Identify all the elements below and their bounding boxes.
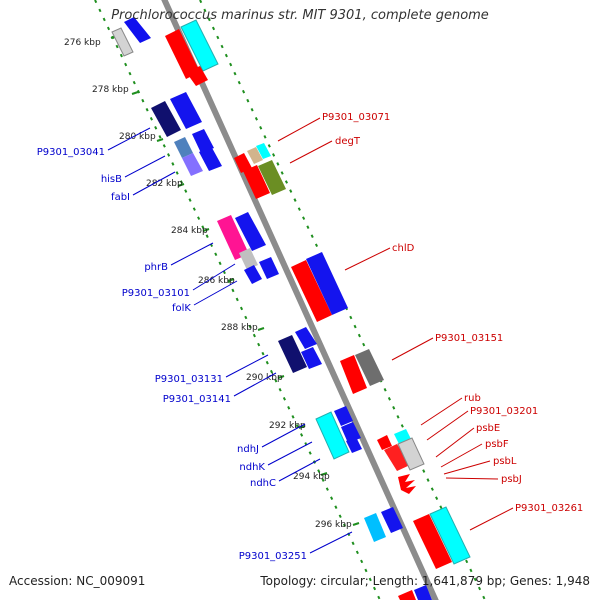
tick-label: 278 kbp xyxy=(92,85,129,95)
gene-feature[interactable] xyxy=(364,513,386,542)
gene-label[interactable]: ndhC xyxy=(250,478,276,489)
gene-feature[interactable] xyxy=(429,506,471,565)
genome-title: Prochlorococcus marinus str. MIT 9301, c… xyxy=(111,8,489,23)
gene-feature[interactable] xyxy=(235,212,266,251)
tick-marks xyxy=(110,35,360,526)
gene-label[interactable]: P9301_03101 xyxy=(122,288,190,299)
gene-feature[interactable] xyxy=(192,129,214,153)
gene-feature[interactable] xyxy=(291,260,332,322)
tick-label: 280 kbp xyxy=(119,132,156,142)
gene-label[interactable]: psbF xyxy=(485,439,509,450)
gene-feature[interactable] xyxy=(151,101,181,137)
gene-label[interactable]: psbJ xyxy=(501,474,522,485)
gene-feature[interactable] xyxy=(355,349,384,386)
gene-feature[interactable] xyxy=(377,435,392,450)
forward-gene-labels: P9301_03071 degT chlD P9301_03151 rub P9… xyxy=(322,112,583,514)
genome-summary-text: Topology: circular; Length: 1,641,879 bp… xyxy=(260,574,590,588)
gene-feature[interactable] xyxy=(346,437,362,453)
gene-label[interactable]: hisB xyxy=(101,174,122,185)
gene-feature[interactable] xyxy=(381,507,403,533)
gene-feature[interactable] xyxy=(244,265,262,284)
tick-label: 284 kbp xyxy=(171,226,208,236)
gene-feature[interactable] xyxy=(258,160,286,195)
gene-feature[interactable] xyxy=(384,444,410,471)
gene-feature[interactable] xyxy=(334,406,353,426)
gene-feature[interactable] xyxy=(413,514,452,569)
gene-label[interactable]: fabI xyxy=(111,192,130,203)
gene-feature[interactable] xyxy=(398,474,416,494)
gene-label[interactable]: P9301_03071 xyxy=(322,112,390,123)
gene-label[interactable]: P9301_03261 xyxy=(515,503,583,514)
gene-feature[interactable] xyxy=(186,66,208,86)
tick-label: 276 kbp xyxy=(64,38,101,48)
gene-label[interactable]: P9301_03141 xyxy=(163,394,231,405)
gene-feature[interactable] xyxy=(111,27,134,57)
gene-label[interactable]: P9301_03131 xyxy=(155,374,223,385)
genome-backbone xyxy=(161,0,439,600)
gene-label[interactable]: psbL xyxy=(493,456,517,467)
tick-label: 290 kbp xyxy=(246,373,283,383)
gene-feature[interactable] xyxy=(174,137,193,158)
gene-label[interactable]: ndhJ xyxy=(237,444,259,455)
gene-feature[interactable] xyxy=(234,153,252,173)
gene-feature[interactable] xyxy=(259,257,279,279)
gene-feature[interactable] xyxy=(301,347,322,369)
gene-feature[interactable] xyxy=(217,215,249,260)
gene-label[interactable]: P9301_03041 xyxy=(37,147,105,158)
tick-label: 288 kbp xyxy=(221,323,258,333)
gene-feature[interactable] xyxy=(180,19,219,72)
accession-text: Accession: NC_009091 xyxy=(9,574,146,588)
gene-label[interactable]: rub xyxy=(464,393,481,404)
gene-label[interactable]: ndhK xyxy=(239,462,265,473)
gene-feature[interactable] xyxy=(182,153,203,176)
gene-feature[interactable] xyxy=(315,411,350,460)
tick-label: 294 kbp xyxy=(293,472,330,482)
forward-strand-genes xyxy=(165,19,471,600)
gene-label[interactable]: degT xyxy=(335,136,361,147)
tick-labels: 276 kbp 278 kbp 280 kbp 282 kbp 284 kbp … xyxy=(64,38,352,530)
gene-feature[interactable] xyxy=(256,143,271,159)
gene-feature[interactable] xyxy=(306,252,348,315)
tick-label: 286 kbp xyxy=(198,276,235,286)
gene-label[interactable]: P9301_03251 xyxy=(239,551,307,562)
gene-feature[interactable] xyxy=(239,248,258,270)
gene-feature[interactable] xyxy=(199,146,222,171)
gene-feature[interactable] xyxy=(278,335,307,373)
tick-label: 292 kbp xyxy=(269,421,306,431)
gene-feature[interactable] xyxy=(165,29,200,79)
tick-label: 296 kbp xyxy=(315,520,352,530)
gene-label[interactable]: psbE xyxy=(476,423,500,434)
gene-feature[interactable] xyxy=(295,327,317,349)
reverse-gene-labels: P9301_03041 hisB fabI phrB P9301_03101 f… xyxy=(37,147,307,562)
tick-label: 282 kbp xyxy=(146,179,183,189)
gene-label[interactable]: folK xyxy=(172,303,191,314)
gene-feature[interactable] xyxy=(124,17,151,43)
gene-feature[interactable] xyxy=(340,355,367,394)
gene-feature[interactable] xyxy=(397,437,425,471)
gene-feature[interactable] xyxy=(170,92,202,129)
forward-leader-lines xyxy=(277,117,514,531)
gene-feature[interactable] xyxy=(247,147,263,164)
gene-feature[interactable] xyxy=(414,585,432,600)
gene-label[interactable]: P9301_03151 xyxy=(435,333,503,344)
track-guides xyxy=(94,0,486,600)
gene-label[interactable]: P9301_03201 xyxy=(470,406,538,417)
gene-feature[interactable] xyxy=(398,590,416,600)
gene-feature[interactable] xyxy=(243,165,270,199)
gene-label[interactable]: phrB xyxy=(144,262,168,273)
reverse-strand-genes xyxy=(111,17,403,542)
reverse-leader-lines xyxy=(107,127,353,554)
gene-label[interactable]: chlD xyxy=(392,243,415,254)
